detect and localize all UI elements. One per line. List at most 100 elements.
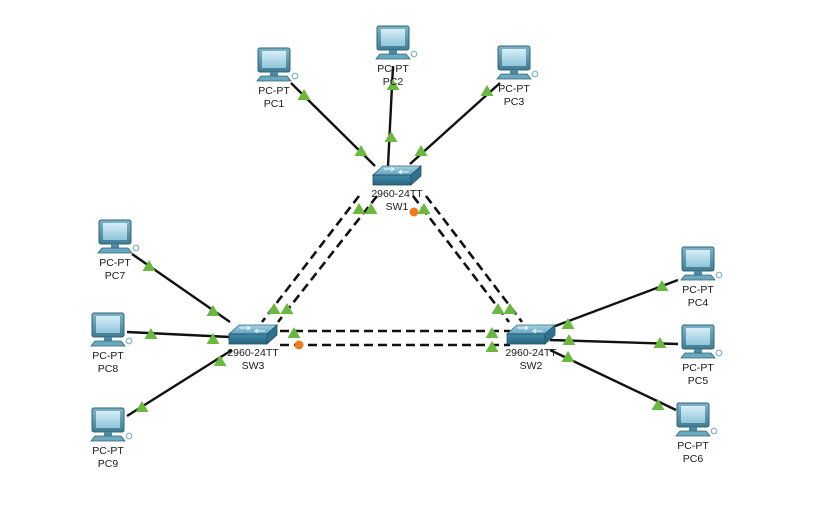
pc-stand [270, 72, 278, 76]
port-up-pc7 [142, 260, 156, 271]
pc-stand [111, 244, 119, 248]
port-up-pc6 [651, 399, 665, 410]
port-up-sw3-to-pc7 [206, 305, 220, 316]
switch-name-label: SW2 [520, 360, 543, 372]
port-up-sw3-trunk [280, 303, 294, 314]
port-up-sw3-trunk [267, 303, 281, 314]
link-pc4-sw2[interactable] [549, 278, 679, 330]
mouse-icon [531, 70, 539, 78]
pc-stand [389, 50, 397, 54]
trunk-sw1-sw3-link-2[interactable] [276, 195, 379, 323]
pc-screen [103, 223, 127, 240]
pc-stand [104, 337, 112, 341]
keyboard-icon [90, 340, 126, 347]
keyboard-icon [675, 430, 711, 437]
port-up-sw1-trunk [417, 203, 431, 214]
pc-model-label: PC-PT [99, 257, 131, 269]
port-up-sw1-to-pc1 [354, 145, 368, 156]
trunk-sw1-sw3-link-1[interactable] [260, 195, 361, 323]
pc-name-label: PC7 [105, 270, 126, 282]
switch-name-label: SW1 [386, 201, 409, 213]
pc-screen [262, 51, 286, 68]
switch-side [544, 324, 556, 345]
port-up-pc5 [653, 337, 667, 348]
port-status-layer [135, 79, 669, 412]
devices-layer: PC-PTPC1PC-PTPC2PC-PTPC3PC-PTPC4PC-PTPC5… [90, 25, 723, 470]
switch-arrows-icon [518, 325, 543, 334]
port-up-sw3-to-pc8 [206, 333, 220, 344]
keyboard-icon [496, 73, 532, 80]
pc-stand [694, 349, 702, 353]
links-layer [126, 65, 679, 418]
pc-name-label: PC6 [683, 453, 704, 465]
switch-model-label: 2960-24TT [505, 347, 557, 359]
switch-arrows-icon [384, 166, 409, 175]
mouse-icon [132, 244, 140, 252]
trunk-sw1-sw2-link-1[interactable] [411, 195, 511, 323]
link-pc3-sw1[interactable] [409, 82, 501, 165]
switch-arrows-icon [240, 325, 265, 334]
pc-stand [689, 427, 697, 431]
pc-name-label: PC9 [98, 458, 119, 470]
pc-model-label: PC-PT [258, 85, 290, 97]
mouse-icon [715, 271, 723, 279]
port-up-sw3-trunk [287, 327, 301, 338]
switch-front [506, 333, 546, 345]
switch-model-label: 2960-24TT [371, 188, 423, 200]
pc-model-label: PC-PT [498, 83, 530, 95]
pc-screen [381, 29, 405, 46]
switch-front [372, 174, 412, 186]
link-pc9-sw3[interactable] [126, 348, 233, 418]
port-up-pc2 [386, 79, 400, 90]
pc-name-label: PC2 [383, 76, 404, 88]
port-up-pc8 [144, 328, 158, 339]
pc-name-label: PC4 [688, 297, 709, 309]
pc-screen [686, 328, 710, 345]
switch-name-label: SW3 [242, 360, 265, 372]
mouse-icon [125, 337, 133, 345]
mouse-icon [125, 432, 133, 440]
port-up-pc4 [655, 280, 669, 291]
port-up-pc9 [135, 401, 149, 412]
switch-front [228, 333, 268, 345]
switch-side [410, 165, 422, 186]
pc-model-label: PC-PT [682, 362, 714, 374]
port-up-sw2-to-pc4 [561, 318, 575, 329]
pc-name-label: PC5 [688, 375, 709, 387]
pc-model-label: PC-PT [677, 440, 709, 452]
pc-screen [686, 250, 710, 267]
switch-side [266, 324, 278, 345]
pc-model-label: PC-PT [682, 284, 714, 296]
port-up-sw2-trunk [485, 327, 499, 338]
port-up-pc1 [297, 89, 311, 100]
port-up-pc3 [480, 85, 494, 96]
port-up-sw1-to-pc3 [414, 145, 428, 156]
pc-screen [96, 411, 120, 428]
port-blocked-sw1 [409, 207, 419, 217]
pc-screen [96, 316, 120, 333]
port-up-sw2-trunk [485, 341, 499, 352]
trunk-sw1-sw2-link-2[interactable] [424, 195, 524, 323]
pc-screen [681, 406, 705, 423]
pc-name-label: PC8 [98, 363, 119, 375]
mouse-icon [710, 427, 718, 435]
mouse-icon [291, 72, 299, 80]
port-up-sw2-trunk [491, 303, 505, 314]
keyboard-icon [90, 435, 126, 442]
pc-model-label: PC-PT [377, 63, 409, 75]
port-up-sw2-to-pc6 [561, 351, 575, 362]
